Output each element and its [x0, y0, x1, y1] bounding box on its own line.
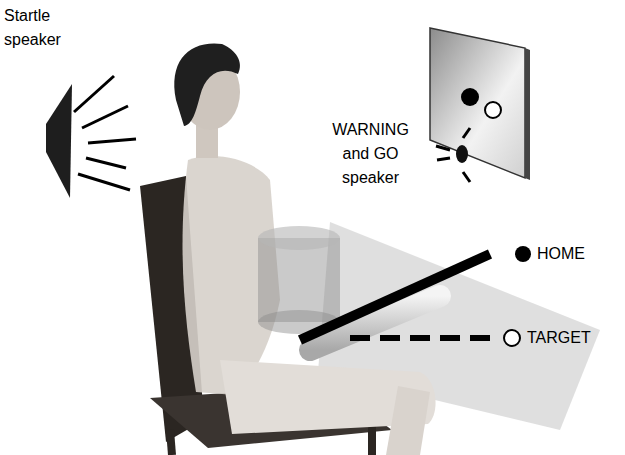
sound-wave: [78, 174, 130, 190]
sound-wave: [437, 158, 450, 160]
home-marker: [461, 88, 479, 106]
person-hair: [174, 43, 240, 126]
sound-wave: [86, 158, 126, 168]
label-text: WARNING and GO speaker: [323, 118, 418, 190]
chair-leg: [170, 430, 172, 455]
cylinder-top: [258, 226, 340, 250]
label-text: Startle speaker: [4, 4, 76, 52]
target-marker: [485, 102, 501, 118]
screen-edge: [525, 48, 530, 180]
sound-wave: [88, 139, 136, 143]
label-text: TARGET: [527, 326, 617, 350]
sound-wave: [436, 146, 450, 150]
sound-wave: [82, 106, 128, 128]
sound-wave: [74, 76, 114, 112]
target-path: [350, 335, 500, 341]
speaker-waves: [436, 128, 470, 182]
arm-cylinder: [258, 226, 340, 334]
label-text: HOME: [537, 242, 617, 266]
display-screen: [430, 28, 525, 178]
home-marker: [515, 246, 531, 262]
sound-wave: [463, 172, 470, 182]
startle-speaker: [46, 84, 72, 198]
sound-wave: [463, 128, 470, 138]
target-marker: [504, 330, 520, 346]
cylinder-body: [258, 238, 340, 322]
chair-leg: [368, 425, 376, 455]
manipulandum-bar: [300, 254, 490, 340]
sound-waves: [74, 76, 136, 190]
warning-speaker: [456, 145, 468, 163]
person-leg: [386, 386, 430, 455]
